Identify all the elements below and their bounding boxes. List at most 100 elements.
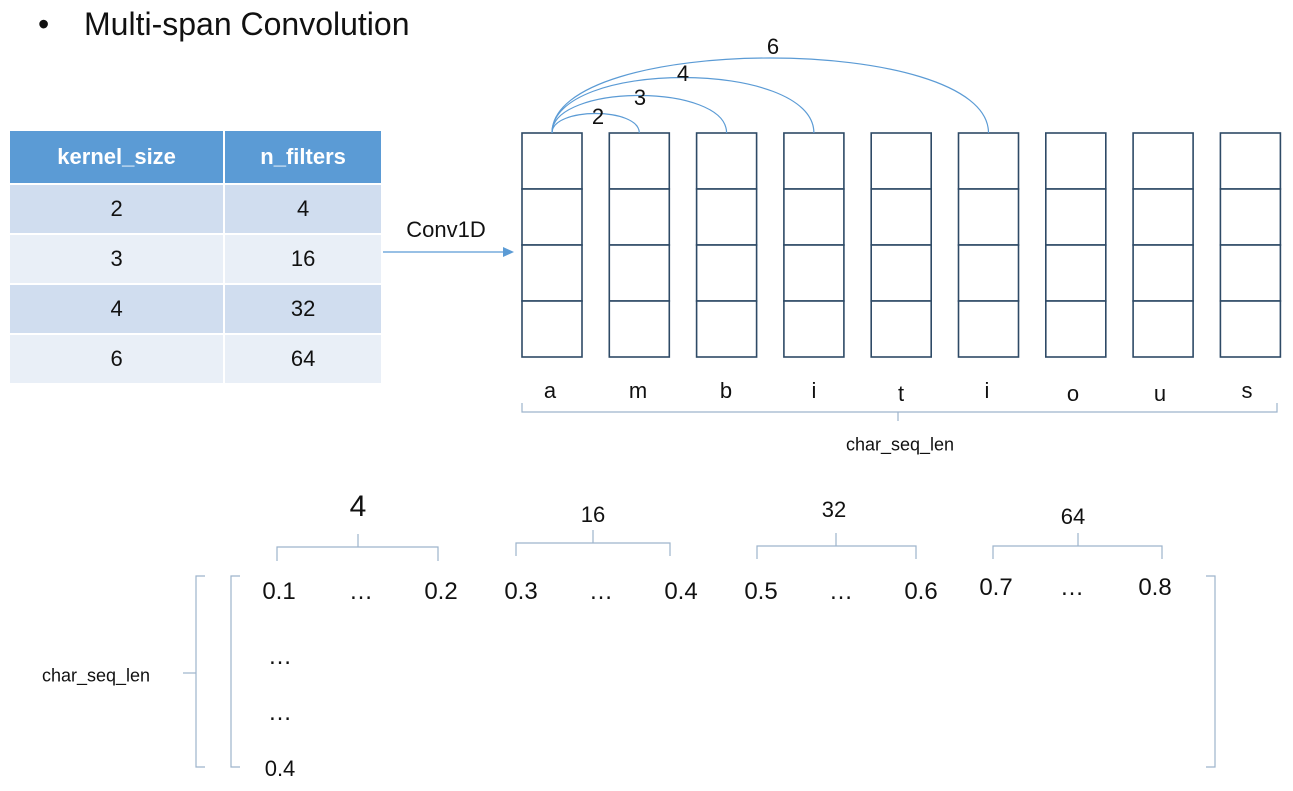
embedding-cell [1045, 300, 1107, 358]
arc-label-6: 6 [766, 34, 780, 59]
char-label: t [897, 381, 905, 406]
cell-n-filters: 32 [224, 283, 383, 334]
char-column [870, 132, 933, 358]
matrix-left-bracket-inner [230, 575, 240, 768]
matrix-cell: 0.5 [744, 578, 778, 605]
embedding-cell [521, 244, 583, 302]
table-row: 4 32 [10, 283, 383, 334]
group-brace-3 [756, 533, 917, 559]
table-row: 6 64 [10, 333, 383, 383]
embedding-cell [608, 132, 671, 190]
char-label: o [1066, 381, 1080, 406]
cell-kernel-size: 6 [10, 333, 226, 383]
embedding-cell [608, 300, 671, 358]
bullet: • [38, 6, 50, 42]
embedding-cell [1219, 300, 1282, 358]
title-text: Multi-span Convolution [84, 6, 410, 42]
char-embedding-columns [521, 132, 1282, 358]
matrix-cell: 0.4 [664, 578, 698, 605]
arc-label-4: 4 [676, 61, 690, 86]
span-arc-4 [551, 77, 815, 134]
cell-n-filters: 64 [224, 333, 383, 383]
embedding-cell [1045, 188, 1107, 246]
matrix-cell: 0.1 [262, 578, 296, 605]
embedding-cell [1132, 244, 1194, 302]
char-label: m [628, 378, 648, 403]
embedding-cell [957, 132, 1020, 190]
matrix-col-cell: 0.4 [264, 756, 296, 781]
matrix-row-label: char_seq_len [41, 665, 151, 686]
kernel-table-header: kernel_size n_filters [10, 131, 383, 184]
char-column [521, 132, 583, 358]
embedding-cell [1045, 244, 1107, 302]
slide-title: • Multi-span Convolution [38, 6, 410, 43]
char-column [695, 132, 758, 358]
group-label-16: 16 [580, 502, 606, 527]
embedding-cell [783, 300, 845, 358]
matrix-cell: … [829, 578, 853, 605]
char-column [1045, 132, 1107, 358]
header-n-filters: n_filters [224, 131, 383, 184]
span-arc-3 [551, 95, 728, 134]
cell-kernel-size: 3 [10, 233, 226, 284]
embedding-cell [1132, 132, 1194, 190]
char-label: u [1153, 381, 1167, 406]
group-brace-4 [992, 533, 1163, 559]
embedding-cell [695, 300, 758, 358]
char-column [1132, 132, 1194, 358]
char-column [1219, 132, 1282, 358]
char-label: s [1241, 378, 1253, 403]
embedding-cell [783, 244, 845, 302]
embedding-cell [870, 132, 933, 190]
seq-len-label: char_seq_len [845, 434, 955, 455]
embedding-cell [957, 188, 1020, 246]
embedding-cell [521, 132, 583, 190]
embedding-cell [608, 244, 671, 302]
char-label: a [543, 378, 557, 403]
matrix-cell: 0.6 [904, 578, 938, 605]
embedding-cell [957, 300, 1020, 358]
matrix-cell: 0.7 [979, 574, 1013, 601]
cell-kernel-size: 4 [10, 283, 226, 334]
matrix-cell: … [1060, 574, 1084, 601]
char-label: i [811, 378, 817, 403]
group-label-64: 64 [1060, 504, 1086, 529]
cell-kernel-size: 2 [10, 183, 226, 234]
embedding-cell [1219, 132, 1282, 190]
char-column [608, 132, 671, 358]
embedding-cell [783, 188, 845, 246]
embedding-cell [695, 132, 758, 190]
group-label-4: 4 [349, 490, 367, 523]
span-arc-2 [551, 112, 640, 134]
seq-brace [521, 403, 1278, 421]
span-arc-6 [551, 57, 990, 134]
embedding-cell [957, 244, 1020, 302]
embedding-cell [1132, 188, 1194, 246]
embedding-cell [695, 244, 758, 302]
embedding-cell [608, 188, 671, 246]
char-column [783, 132, 845, 358]
cell-n-filters: 16 [224, 233, 383, 284]
matrix-cell: 0.8 [1138, 574, 1172, 601]
matrix-cell: 0.2 [424, 578, 458, 605]
group-brace-1 [276, 534, 439, 561]
matrix-cell: … [349, 578, 373, 605]
kernel-span-arcs [551, 57, 990, 134]
embedding-cell [783, 132, 845, 190]
char-column [957, 132, 1020, 358]
conv-arrow-head [503, 247, 514, 257]
conv1d-label: Conv1D [406, 217, 486, 242]
matrix-col-cell: … [268, 699, 292, 726]
table-row: 3 16 [10, 233, 383, 284]
group-brace-2 [515, 530, 671, 556]
char-label: b [719, 378, 733, 403]
matrix-left-bracket-outer [195, 575, 205, 768]
matrix-right-bracket [1206, 575, 1216, 768]
embedding-cell [870, 300, 933, 358]
kernel-table: kernel_size n_filters 2 4 3 16 4 32 6 64 [10, 131, 383, 383]
embedding-cell [1219, 244, 1282, 302]
header-kernel-size: kernel_size [10, 131, 226, 184]
group-label-32: 32 [821, 497, 847, 522]
char-label: i [984, 378, 990, 403]
embedding-cell [1132, 300, 1194, 358]
